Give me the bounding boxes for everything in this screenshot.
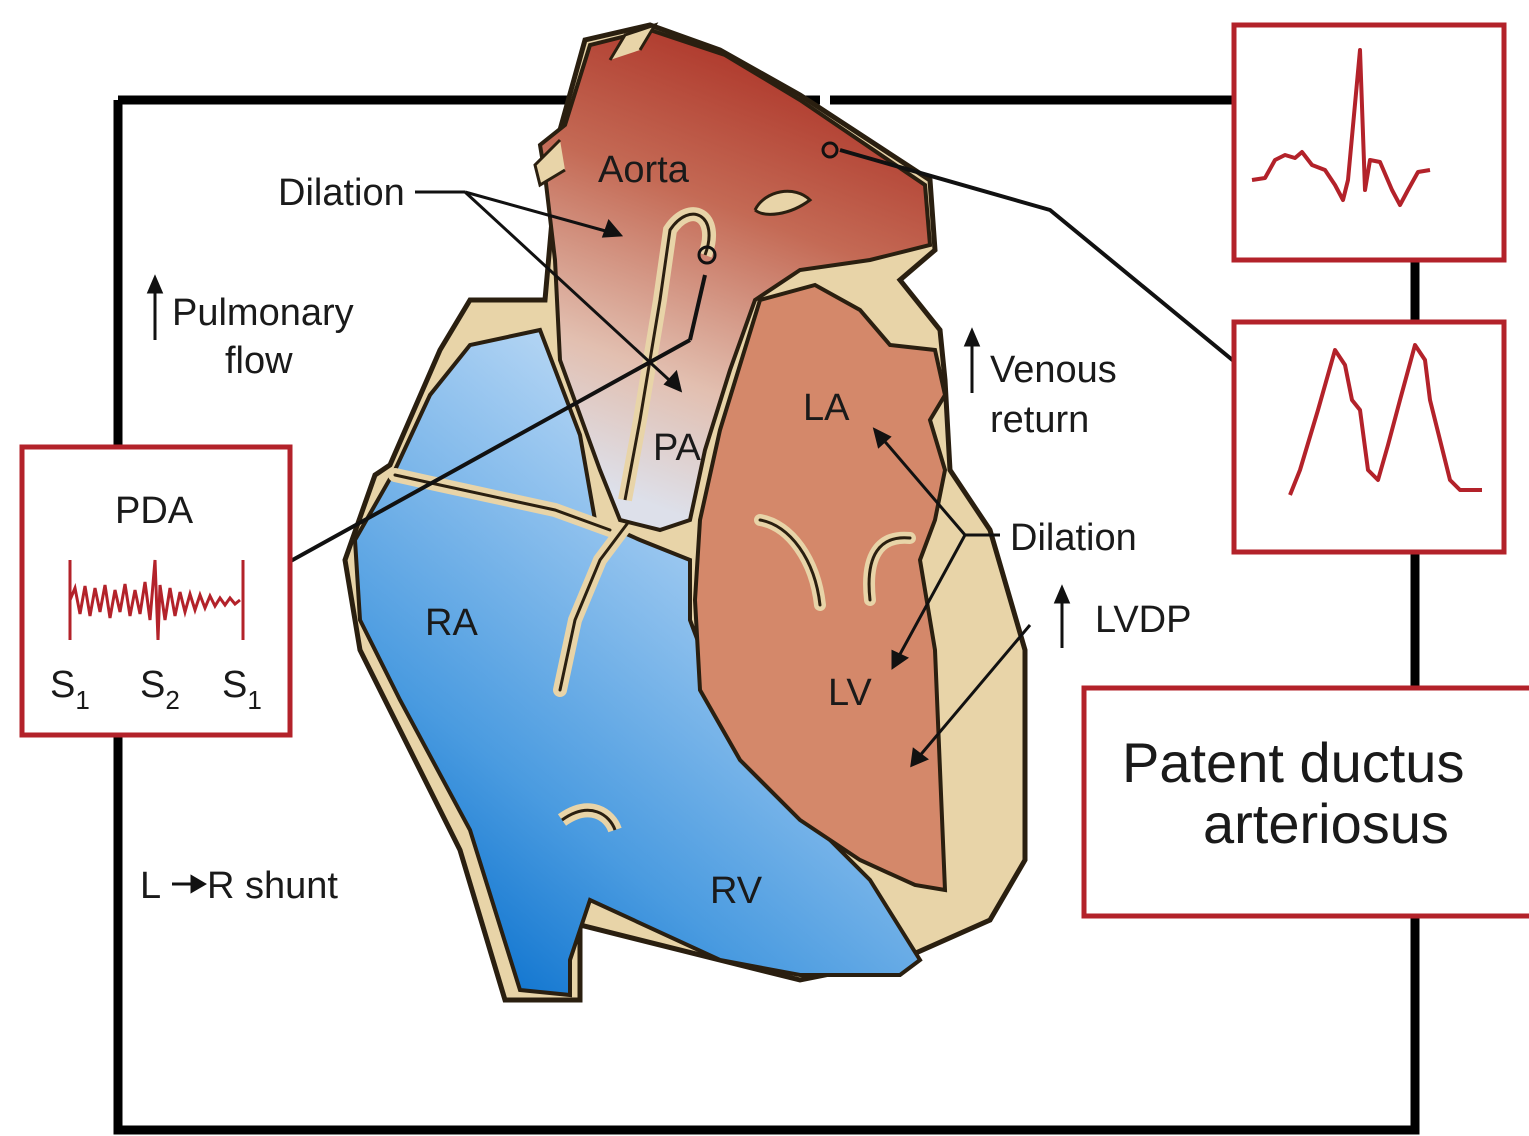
label-dilation-right: Dilation <box>1010 517 1137 559</box>
label-ra: RA <box>425 602 478 644</box>
pda-title: PDA <box>115 490 194 532</box>
label-dilation-top: Dilation <box>278 172 405 214</box>
label-pulmonary-flow-2: flow <box>225 340 293 382</box>
label-pulmonary-flow-1: Pulmonary <box>172 292 354 334</box>
label-venous-return-1: Venous <box>990 349 1117 391</box>
label-la: LA <box>803 387 850 429</box>
pressure-box <box>1234 322 1504 552</box>
title-line2: arteriosus <box>1203 792 1449 855</box>
label-lvdp: LVDP <box>1095 599 1191 641</box>
label-venous-return-2: return <box>990 399 1089 441</box>
pda-murmur-box: PDA S1 S2 S1 <box>22 447 290 735</box>
label-shunt-r: R shunt <box>207 865 338 907</box>
title-line1: Patent ductus <box>1122 731 1464 794</box>
title-box: Patent ductus arteriosus <box>1084 688 1529 916</box>
label-rv: RV <box>710 870 763 912</box>
label-aorta: Aorta <box>598 149 690 191</box>
label-pa: PA <box>653 427 702 469</box>
ecg-box <box>1234 25 1504 260</box>
label-lv: LV <box>828 672 872 714</box>
label-shunt-l: L <box>140 865 161 907</box>
